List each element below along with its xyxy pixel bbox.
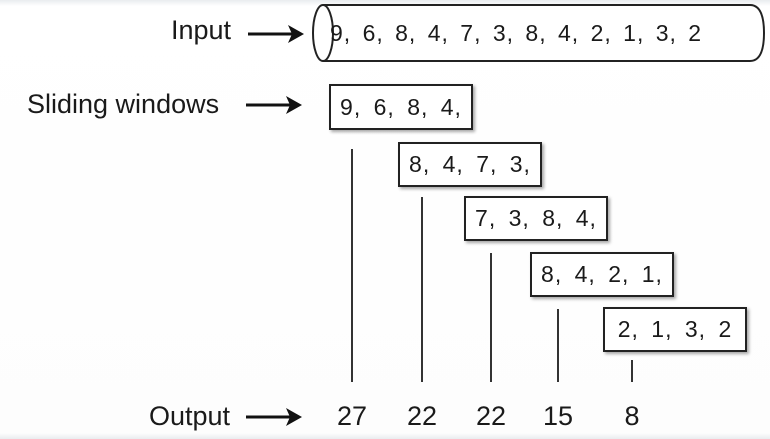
- output-value-5: 8: [624, 401, 640, 431]
- connector-line-5: [631, 360, 633, 382]
- input-arrow-icon: [248, 25, 304, 43]
- window-2: 8, 4, 7, 3,: [398, 142, 542, 187]
- window-3: 7, 3, 8, 4,: [464, 196, 608, 241]
- connector-line-2: [421, 197, 423, 382]
- window-4: 8, 4, 2, 1,: [530, 252, 674, 297]
- input-values: 9, 6, 8, 4, 7, 3, 8, 4, 2, 1, 3, 2: [330, 20, 703, 46]
- output-arrow-icon: [246, 408, 302, 426]
- output-value-4: 15: [542, 401, 574, 431]
- sliding-windows-arrow-icon: [246, 96, 302, 114]
- output-label: Output: [149, 401, 231, 431]
- connector-line-1: [351, 149, 353, 382]
- window-5: 2, 1, 3, 2: [603, 307, 747, 352]
- output-value-2: 22: [406, 401, 438, 431]
- output-value-1: 27: [336, 401, 368, 431]
- connector-line-4: [557, 309, 559, 382]
- input-label: Input: [171, 15, 232, 45]
- sliding-windows-label: Sliding windows: [27, 89, 220, 119]
- window-1: 9, 6, 8, 4,: [329, 84, 473, 130]
- input-cylinder: [312, 4, 766, 62]
- connector-line-3: [490, 253, 492, 382]
- output-value-3: 22: [475, 401, 507, 431]
